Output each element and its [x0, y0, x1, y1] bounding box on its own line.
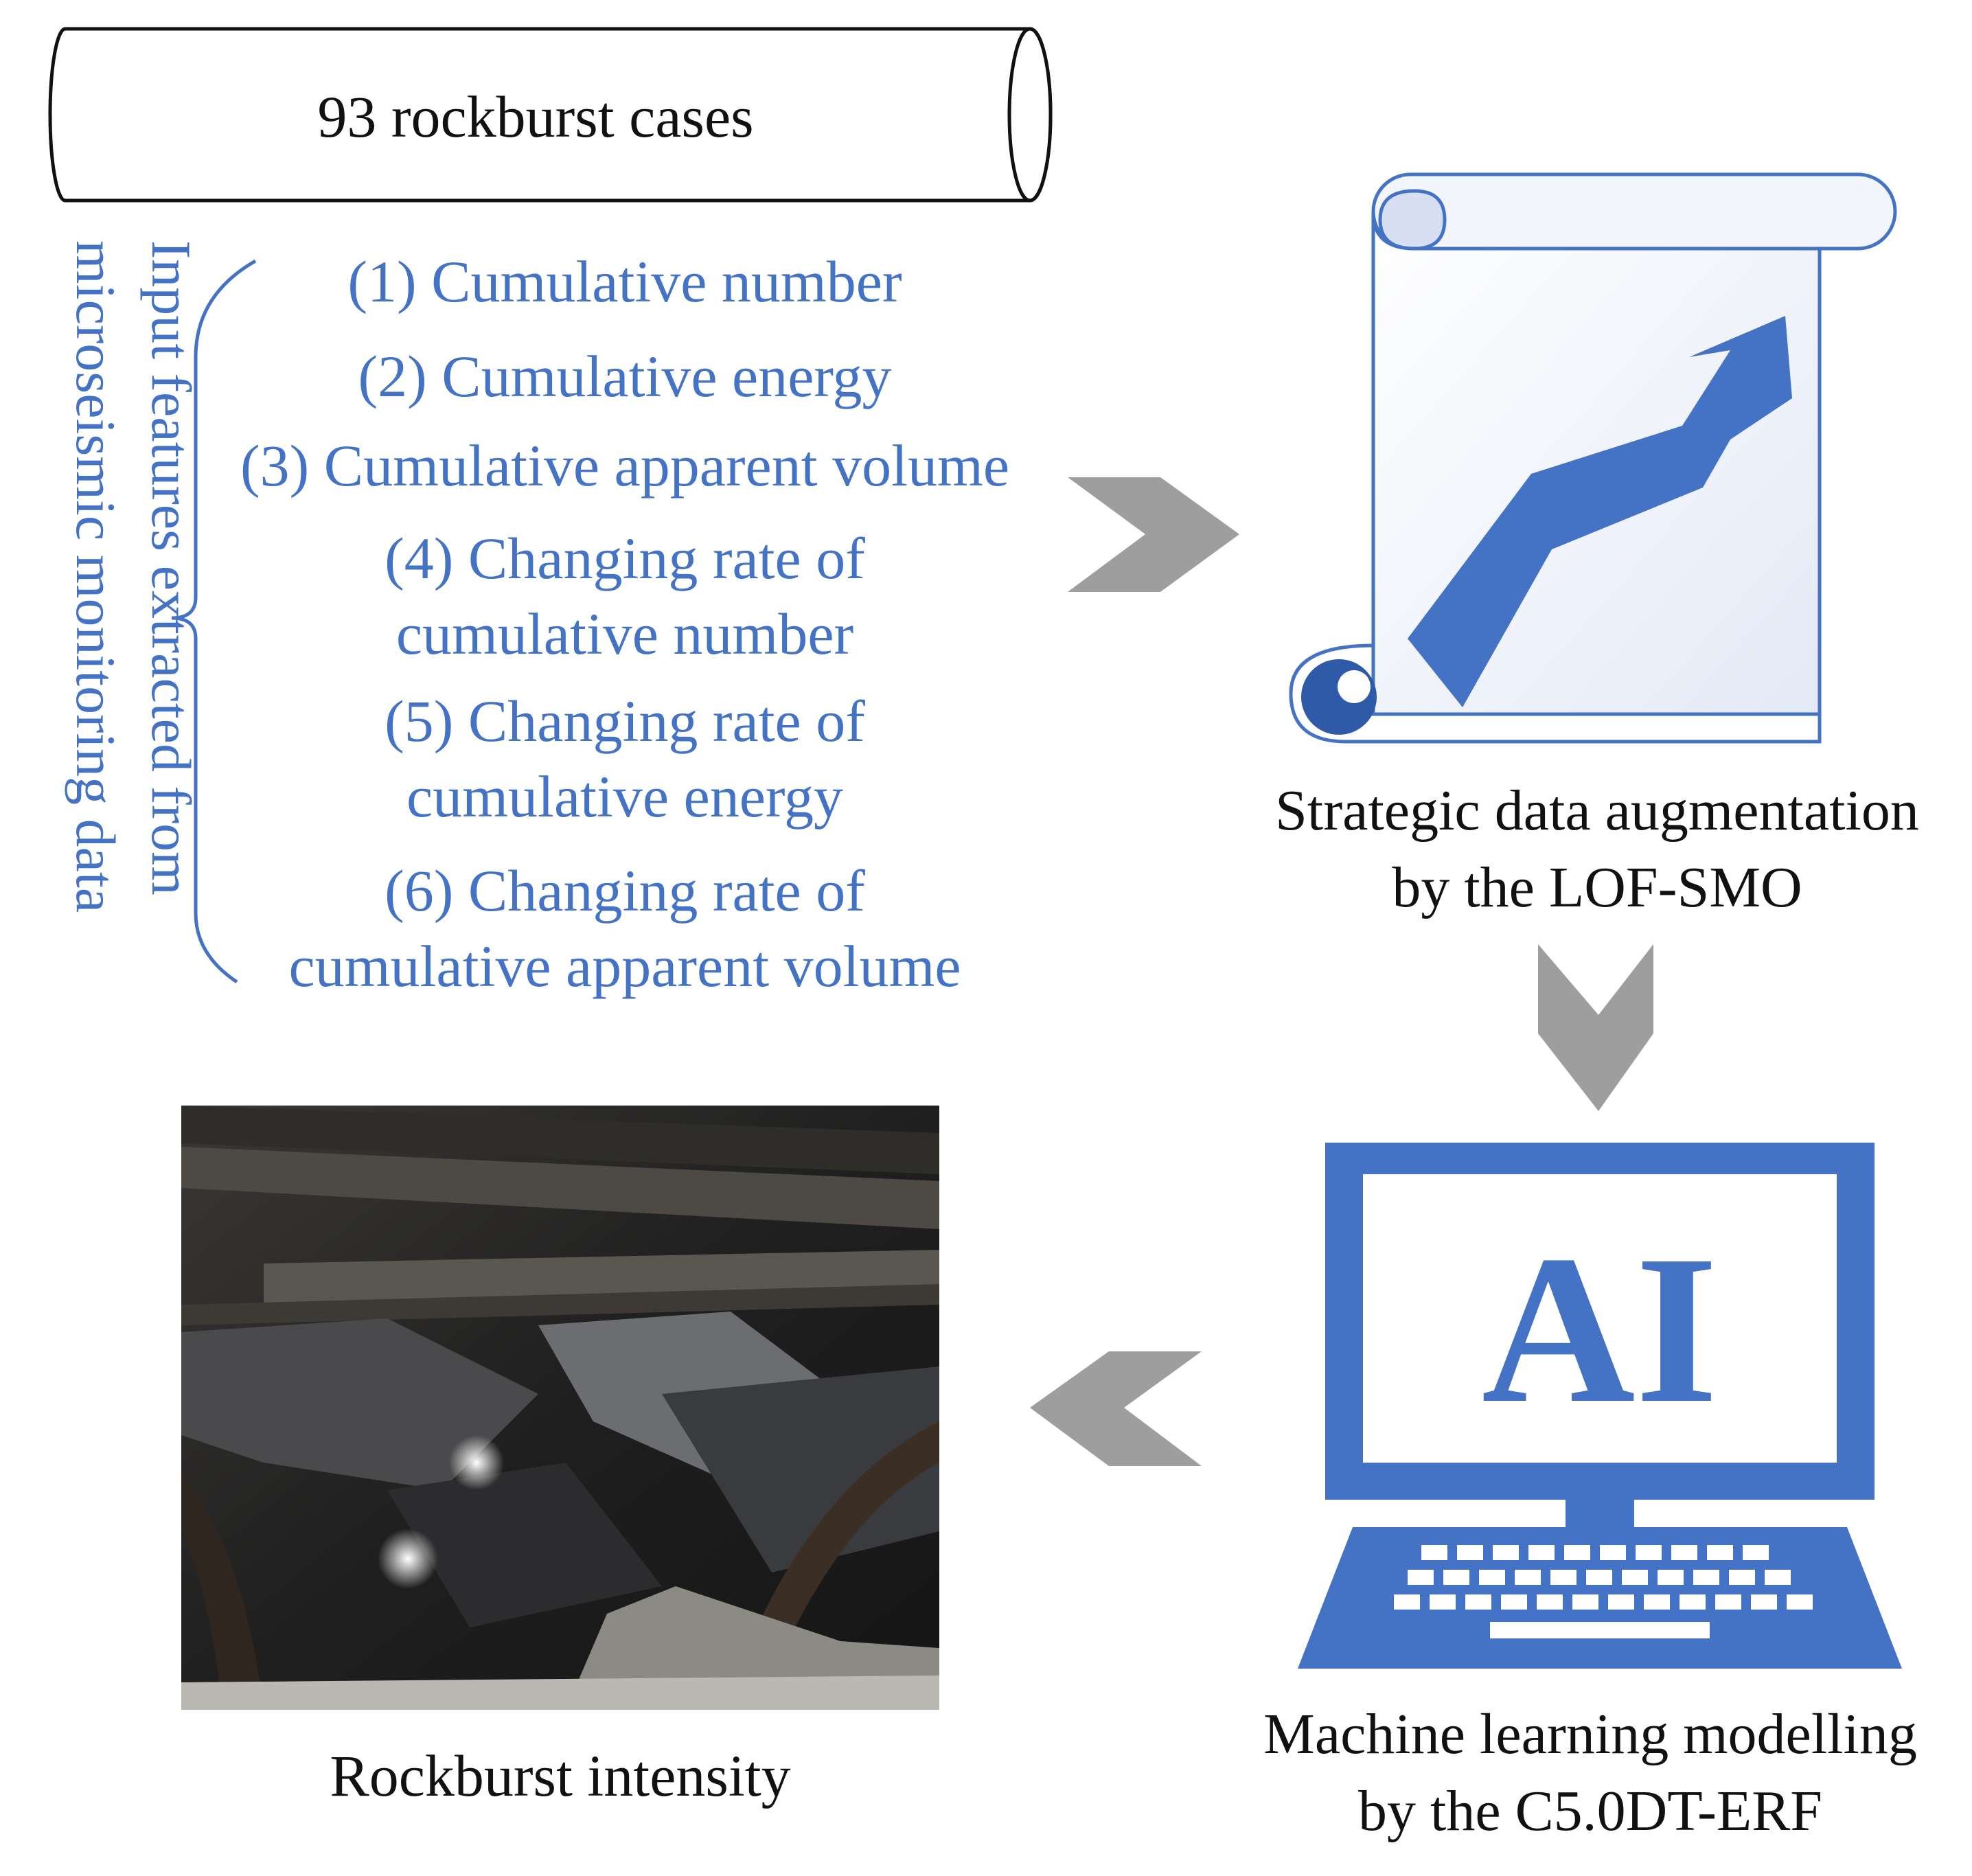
feature-6-line-2: cumulative apparent volume: [288, 933, 961, 999]
cases-label: 93 rockburst cases: [317, 84, 754, 150]
augmentation-label: Strategic data augmentation by the LOF-S…: [1222, 773, 1972, 926]
feature-4-line-1: (4) Changing rate of: [385, 525, 865, 591]
feature-3: (3) Cumulative apparent volume: [240, 433, 1010, 499]
modelling-label-line-2: by the C5.0DT-ERF: [1358, 1779, 1822, 1843]
scroll-with-rising-arrow-icon: [1289, 172, 1897, 744]
augmentation-label-line-2: by the LOF-SMO: [1392, 856, 1802, 919]
modelling-label-line-1: Machine learning modelling: [1263, 1702, 1917, 1766]
vertical-label-line-1: Input features extracted from: [140, 240, 192, 895]
feature-4-line-2: cumulative number: [395, 601, 854, 667]
feature-1: (1) Cumulative number: [347, 249, 902, 314]
feature-brace: [171, 259, 257, 984]
arrow-right-chevron: [1068, 477, 1239, 592]
input-features-vertical-label: Input features extracted from microseism…: [27, 240, 203, 1009]
rockburst-intensity-label: Rockburst intensity: [330, 1743, 791, 1809]
feature-6-line-1: (6) Changing rate of: [385, 858, 865, 924]
feature-2: (2) Cumulative energy: [358, 343, 892, 409]
vertical-label-line-2: microseismic monitoring data: [65, 240, 127, 913]
feature-5-line-1: (5) Changing rate of: [385, 688, 865, 754]
feature-5-line-2: cumulative energy: [406, 764, 843, 830]
keyboard-keys: [1394, 1545, 1813, 1638]
computer-ai-icon: AI: [1298, 1143, 1902, 1669]
modelling-label: Machine learning modelling by the C5.0DT…: [1208, 1696, 1972, 1850]
ai-screen-text: AI: [1482, 1212, 1719, 1448]
arrow-left-chevron: [1030, 1351, 1202, 1466]
arrow-down-chevron: [1538, 944, 1653, 1111]
augmentation-label-line-1: Strategic data augmentation: [1275, 779, 1919, 843]
rockburst-tunnel-photo: [181, 1106, 939, 1710]
